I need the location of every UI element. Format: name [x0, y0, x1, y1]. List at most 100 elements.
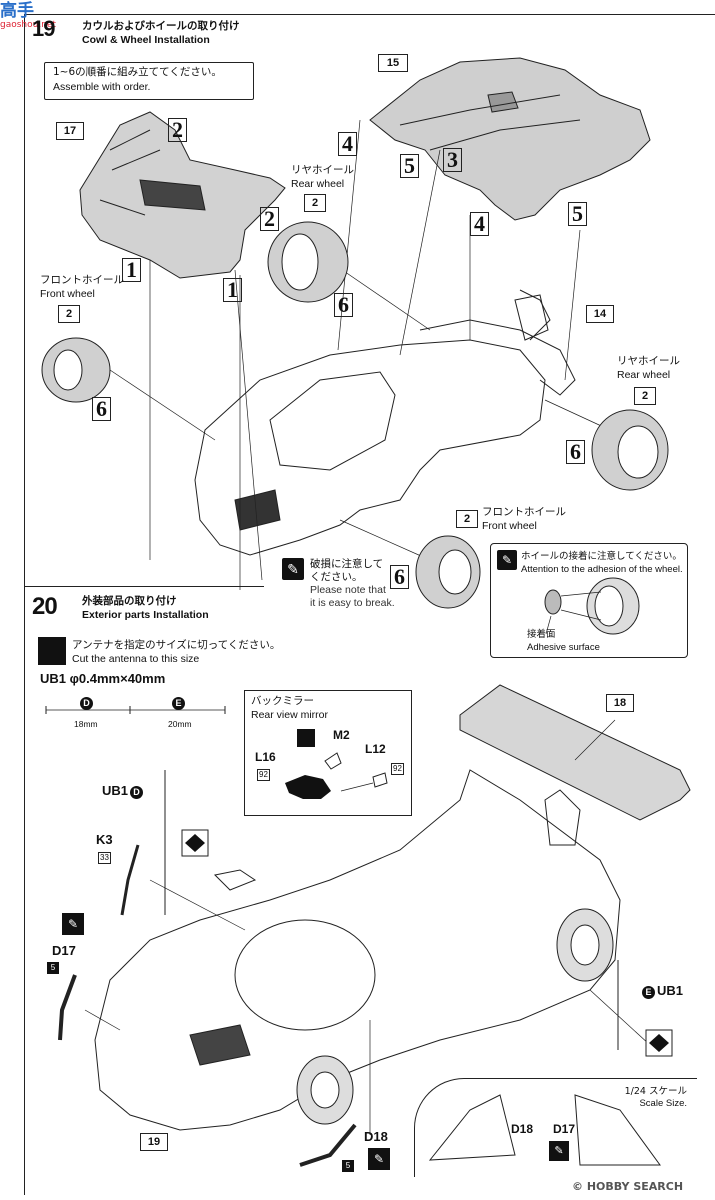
step-3: 3	[443, 148, 462, 172]
step20-title-en: Exterior parts Installation	[82, 609, 209, 621]
front-wheel-label-jp-2: フロントホイール	[482, 506, 566, 518]
code-l16: L16	[255, 750, 276, 764]
code-k3: K3	[96, 832, 113, 847]
break-note-jp: 破損に注意して ください。	[310, 558, 384, 583]
sprue-92-a: 92	[257, 769, 270, 781]
section-divider	[24, 586, 264, 587]
glue-icon	[297, 729, 315, 747]
ub1-d-text: UB1	[102, 783, 129, 798]
marker-d: D	[80, 697, 93, 710]
code-d17: D17	[52, 943, 76, 958]
step20-number: 20	[32, 593, 58, 620]
sprue-92-b: 92	[391, 763, 404, 775]
marker-e: E	[172, 697, 185, 710]
step-2-cowl: 2	[168, 118, 187, 142]
mirror-en: Rear view mirror	[251, 709, 329, 721]
step-6-c: 6	[566, 440, 585, 464]
step19-title-en: Cowl & Wheel Installation	[82, 34, 210, 46]
step-1-b: 1	[223, 278, 242, 302]
part-14: 14	[586, 305, 614, 323]
part-2-rear-left: 2	[304, 194, 326, 212]
step20-title-jp: 外装部品の取り付け	[82, 595, 177, 607]
caution-icon-3: ✎	[62, 913, 84, 935]
step-5-a: 5	[400, 154, 419, 178]
step19-title-jp: カウルおよびホイールの取り付け	[82, 20, 240, 32]
adhesive-jp: 接着面	[527, 629, 556, 640]
scale-inset: 1/24 スケール Scale Size. D18 D17 ✎	[414, 1078, 697, 1177]
part-2-front-left: 2	[58, 305, 80, 323]
step-6-d: 6	[390, 565, 409, 589]
caution-icon: ✎	[282, 558, 304, 580]
step19-number: 19	[32, 16, 56, 41]
code-m2: M2	[333, 728, 350, 742]
rear-cowl	[369, 57, 651, 221]
len-d: 18mm	[74, 719, 98, 729]
adhesion-jp: ホイールの接着に注意してください。	[521, 551, 682, 562]
car-canopy	[234, 919, 376, 1031]
car-body	[94, 769, 621, 1131]
order-note-box: 1~6の順番に組み立ててください。 Assemble with order.	[44, 62, 254, 100]
part-17: 17	[56, 122, 84, 140]
ub1-d-marker: D	[130, 786, 144, 799]
antenna-note-jp: アンテナを指定のサイズに切ってください。	[72, 639, 281, 651]
front-wheel-label-en-2: Front wheel	[482, 520, 537, 532]
scale-d17: D17	[553, 1122, 576, 1136]
ub1-e-marker: E	[642, 986, 655, 999]
mirror-jp: バックミラー	[251, 695, 314, 707]
part-19: 19	[140, 1133, 168, 1151]
part-18: 18	[606, 694, 634, 712]
watermark-logo: 高手 gaoshou.net	[0, 2, 70, 38]
part-2-front-right: 2	[456, 510, 478, 528]
sprue-5-a: 5	[47, 962, 59, 974]
antenna-note-en: Cut the antenna to this size	[72, 653, 200, 665]
caution-icon-5: ✎	[549, 1141, 569, 1161]
scale-note-en: Scale Size.	[639, 1098, 687, 1109]
part-15: 15	[378, 54, 408, 72]
mirror-diagram	[285, 752, 388, 799]
sprue-33: 33	[98, 852, 111, 864]
step-4-a: 4	[338, 132, 357, 156]
adhesion-box: ✎ ホイールの接着に注意してください。 Attention to the adh…	[490, 543, 688, 658]
break-note-en: Please note that it is easy to break.	[310, 584, 395, 609]
step-1-a: 1	[122, 258, 141, 282]
scale-note-jp: 1/24 スケール	[624, 1086, 687, 1097]
rear-wheel-label-en: Rear wheel	[291, 178, 345, 190]
code-l12: L12	[365, 742, 386, 756]
watermark-site: gaoshou.net	[0, 20, 56, 30]
footer-watermark: © HOBBY SEARCH	[572, 1180, 684, 1193]
caution-icon-4: ✎	[368, 1148, 390, 1170]
step-6-a: 6	[334, 293, 353, 317]
step-6-b: 6	[92, 397, 111, 421]
scale-d18: D18	[511, 1122, 534, 1136]
watermark-cn: 高手	[0, 1, 34, 21]
wing-support	[514, 294, 549, 341]
caution-icon-2: ✎	[497, 550, 517, 570]
cut-icon	[38, 637, 66, 665]
rear-wheel-label-jp-2: リヤホイール	[617, 355, 680, 367]
rear-wheel-label-en-2: Rear wheel	[617, 369, 671, 381]
mirror-box: バックミラー Rear view mirror M2 L16 L12 92 92	[244, 690, 412, 816]
page-frame	[24, 14, 715, 1195]
order-note-en: Assemble with order.	[53, 81, 151, 93]
rear-wheel-label-jp: リヤホイール	[291, 164, 354, 176]
step-4-b: 4	[470, 212, 489, 236]
code-d18: D18	[364, 1129, 388, 1144]
ub1-e-text: UB1	[657, 983, 684, 998]
front-wheel-label-en: Front wheel	[40, 288, 95, 300]
adhesive-en: Adhesive surface	[527, 642, 600, 653]
part-2-rear-right: 2	[634, 387, 656, 405]
step-5-b: 5	[568, 202, 587, 226]
rear-wing	[459, 684, 691, 821]
step-2-b: 2	[260, 207, 279, 231]
order-note-jp: 1~6の順番に組み立ててください。	[53, 66, 222, 78]
front-wheel-label-jp: フロントホイール	[40, 274, 124, 286]
adhesion-en: Attention to the adhesion of the wheel.	[521, 564, 683, 575]
sprue-5-b: 5	[342, 1160, 354, 1172]
chassis-body	[194, 339, 546, 556]
antenna-spec: UB1 φ0.4mm×40mm	[40, 671, 166, 686]
adhesion-wheel-diagram	[544, 577, 640, 635]
len-e: 20mm	[168, 719, 192, 729]
